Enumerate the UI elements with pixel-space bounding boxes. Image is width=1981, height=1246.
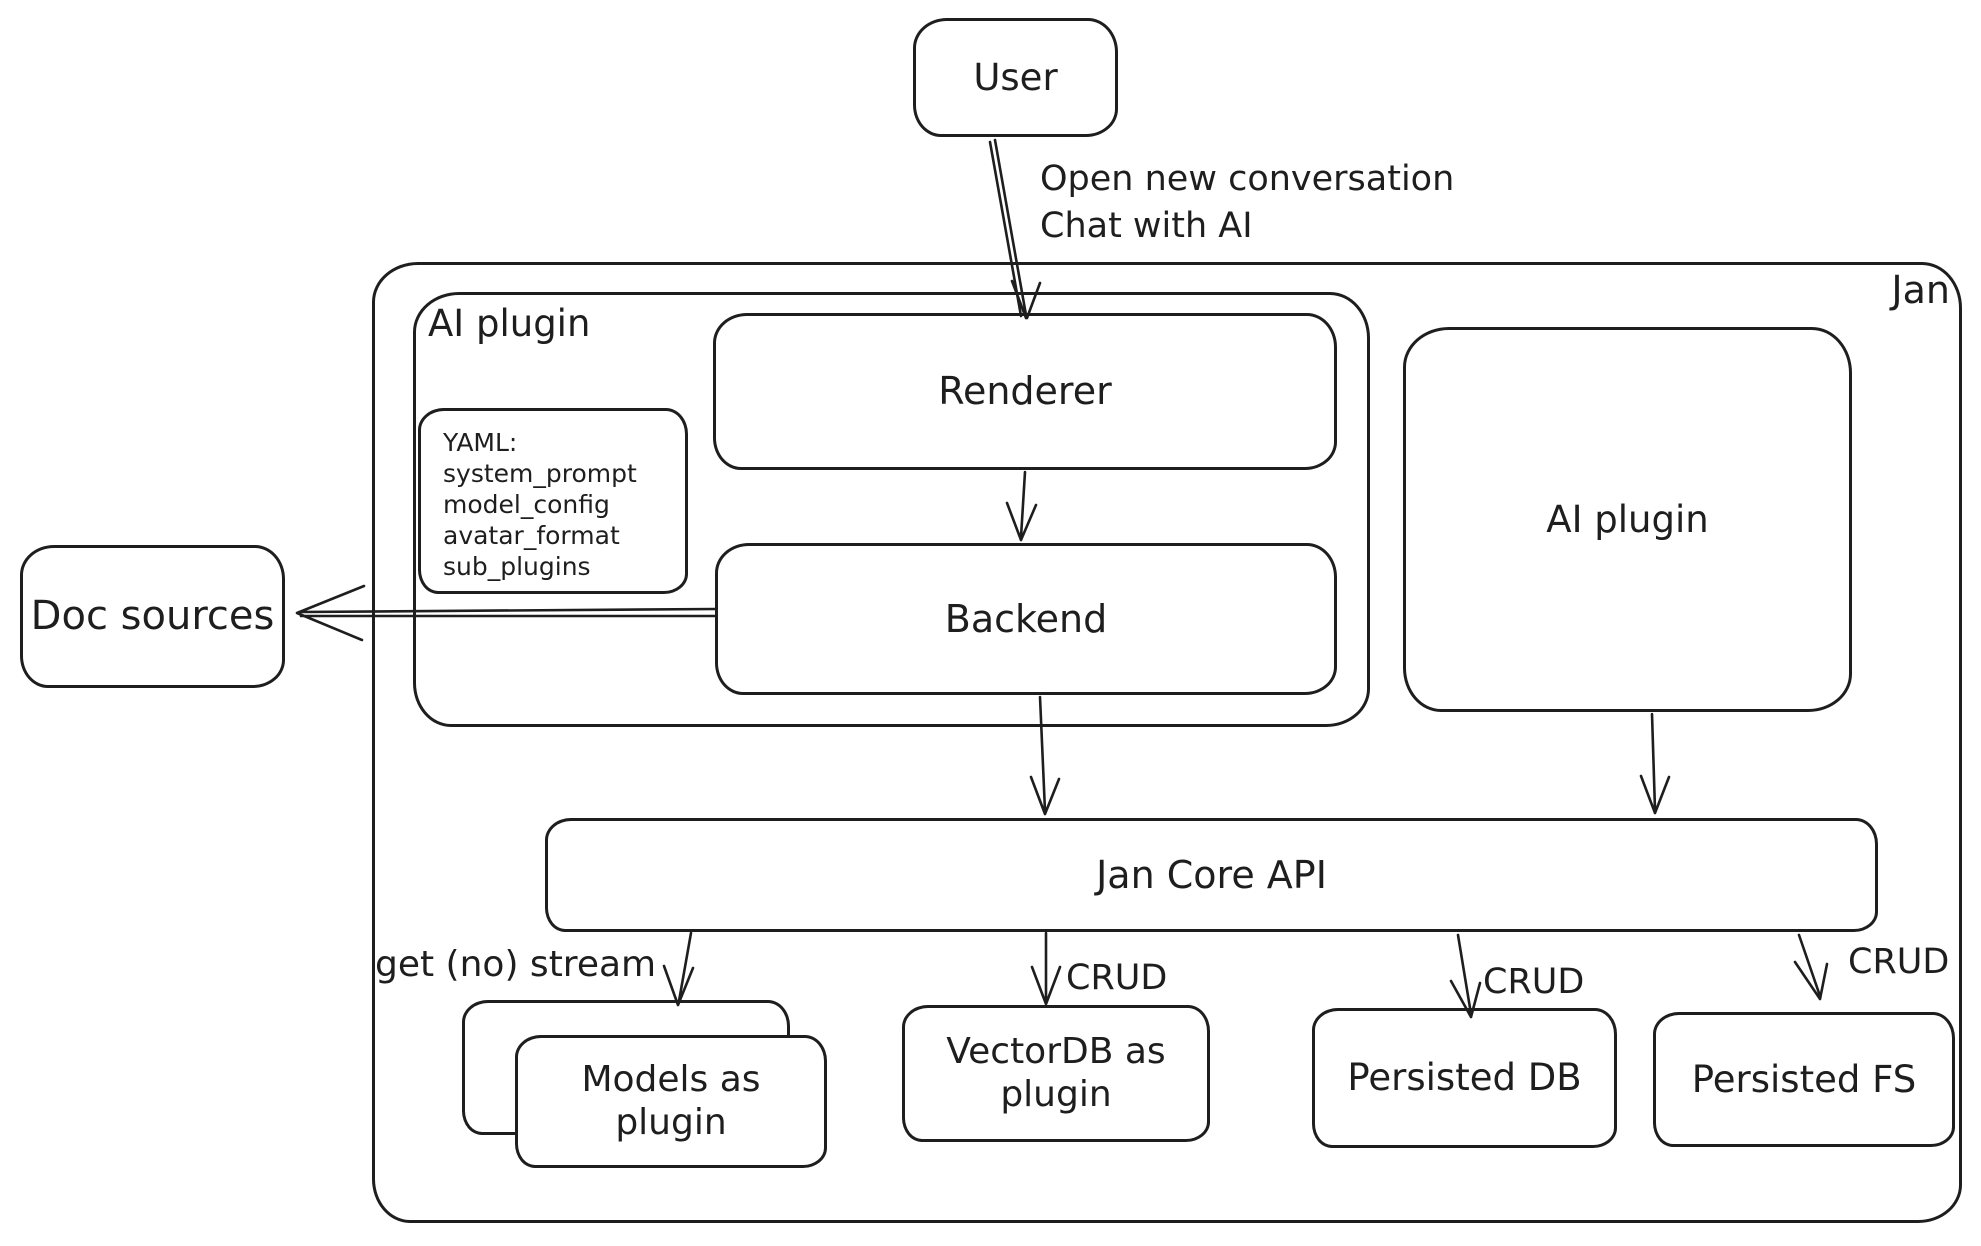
doc-sources-node: Doc sources [20, 545, 285, 688]
yaml-note-item: sub_plugins [443, 552, 591, 581]
user-node: User [913, 18, 1118, 137]
jan-core-api-node: Jan Core API [545, 818, 1878, 932]
user-node-label: User [973, 55, 1058, 99]
ai-plugin-right-node: AI plugin [1403, 327, 1852, 712]
crud-edge-label-persisted-db: CRUD [1483, 962, 1585, 1002]
jan-core-api-node-label: Jan Core API [1096, 852, 1327, 897]
jan-container-label: Jan [1891, 268, 1950, 312]
renderer-node-label: Renderer [938, 369, 1112, 414]
crud-edge-label-vectordb: CRUD [1066, 958, 1168, 998]
get-no-stream-edge-label: get (no) stream [375, 944, 657, 985]
yaml-note-title: YAML: [443, 428, 518, 457]
conversation-edge-label-line1: Open new conversation [1040, 159, 1455, 199]
backend-node-label: Backend [944, 596, 1108, 641]
ai-plugin-left-label: AI plugin [428, 302, 591, 345]
crud-edge-label-persisted-fs: CRUD [1848, 942, 1950, 982]
yaml-note-item: model_config [443, 490, 610, 519]
yaml-note: YAML: system_prompt model_config avatar_… [418, 408, 688, 594]
conversation-edge-label: Open new conversation Chat with AI [1040, 156, 1454, 250]
doc-sources-node-label: Doc sources [30, 592, 275, 639]
persisted-db-node-label: Persisted DB [1347, 1056, 1582, 1100]
ai-plugin-right-node-label: AI plugin [1546, 497, 1709, 541]
vectordb-as-plugin-node-label: VectorDB as plugin [946, 1031, 1166, 1115]
yaml-note-item: avatar_format [443, 521, 620, 550]
backend-node: Backend [715, 543, 1337, 695]
persisted-db-node: Persisted DB [1312, 1008, 1617, 1148]
persisted-fs-node-label: Persisted FS [1691, 1057, 1917, 1101]
renderer-node: Renderer [713, 313, 1337, 470]
jan-container [372, 262, 1962, 1223]
conversation-edge-label-line2: Chat with AI [1040, 206, 1253, 246]
ai-plugin-left-container [413, 292, 1370, 727]
persisted-fs-node: Persisted FS [1653, 1012, 1955, 1147]
models-as-plugin-node-label: Models as plugin [581, 1059, 761, 1143]
models-as-plugin-node: Models as plugin [515, 1035, 827, 1168]
yaml-note-item: system_prompt [443, 459, 637, 488]
vectordb-as-plugin-node: VectorDB as plugin [902, 1005, 1210, 1142]
